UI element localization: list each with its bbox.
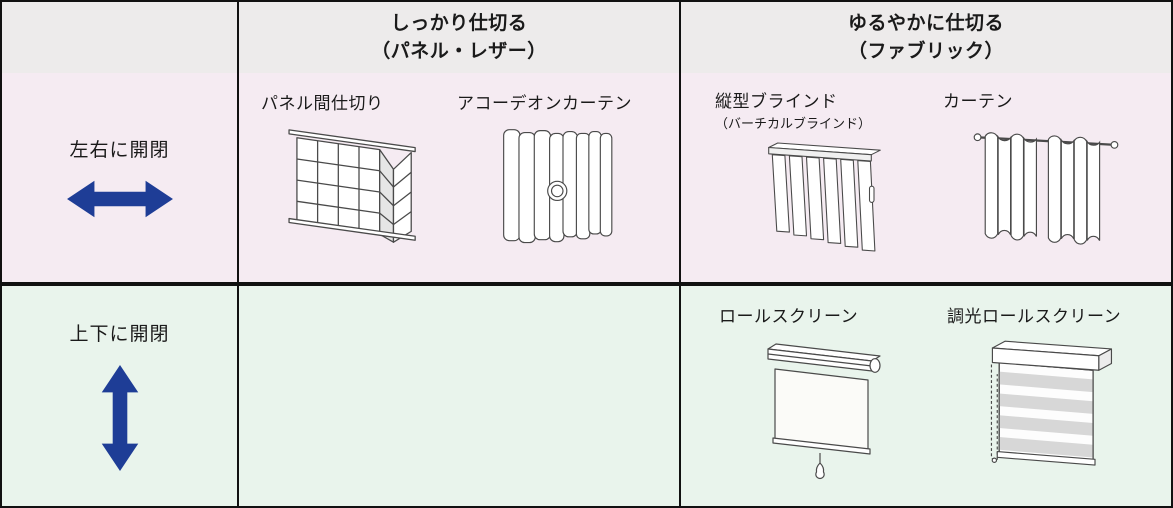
row-vertical-label: 上下に開閉 (69, 323, 170, 345)
header-firm-line2: （パネル・レザー） (371, 40, 547, 62)
fig-dimming-roll-screen: 調光ロールスクリーン (947, 302, 1152, 481)
header-soft-line1: ゆるやかに仕切る (847, 12, 1004, 34)
fig-vertical-blind: 縦型ブラインド （バーチカルブラインド） (715, 87, 943, 260)
fig-dimming-roll-screen-label: 調光ロールスクリーン (947, 307, 1122, 326)
header-soft-line2: （ファブリック） (847, 40, 1004, 62)
fig-curtain-label: カーテン (943, 92, 1013, 111)
accordion-curtain-illustration (503, 129, 613, 244)
vertical-blind-illustration (768, 142, 881, 252)
fig-vertical-blind-sublabel: （バーチカルブラインド） (715, 116, 872, 131)
cell-vertical-firm-empty (237, 284, 679, 506)
header-firm-line1: しっかり仕切る (390, 12, 528, 34)
cell-horizontal-firm: パネル間仕切り (237, 73, 679, 284)
fig-curtain: カーテン (943, 87, 1148, 254)
panel-partition-illustration (288, 129, 416, 243)
row-horizontal-label: 左右に開閉 (69, 140, 170, 161)
roll-screen-illustration (767, 343, 881, 480)
fig-accordion-curtain: アコーデオンカーテン (457, 89, 669, 256)
horizontal-double-arrow-icon (66, 180, 173, 218)
fig-roll-screen: ロールスクリーン (719, 302, 947, 485)
header-corner-cell (2, 2, 237, 73)
vertical-double-arrow-icon (101, 364, 138, 471)
fig-accordion-curtain-label: アコーデオンカーテン (457, 94, 632, 113)
fig-panel-partition: パネル間仕切り (261, 89, 457, 256)
row-vertical-label-cell: 上下に開閉 (2, 284, 237, 506)
fig-panel-partition-label: パネル間仕切り (261, 94, 384, 113)
cell-horizontal-soft: 縦型ブラインド （バーチカルブラインド） カーテン (679, 73, 1171, 284)
header-soft-partition: ゆるやかに仕切る （ファブリック） (679, 2, 1171, 73)
fig-vertical-blind-label: 縦型ブラインド (715, 92, 838, 111)
curtain-illustration (973, 132, 1118, 245)
fig-roll-screen-label: ロールスクリーン (719, 307, 859, 326)
cell-vertical-soft: ロールスクリーン 調光ロールスクリーン (679, 284, 1171, 506)
dimming-roll-screen-illustration (990, 340, 1112, 466)
row-horizontal-label-cell: 左右に開閉 (2, 73, 237, 284)
header-firm-partition: しっかり仕切る （パネル・レザー） (237, 2, 679, 73)
